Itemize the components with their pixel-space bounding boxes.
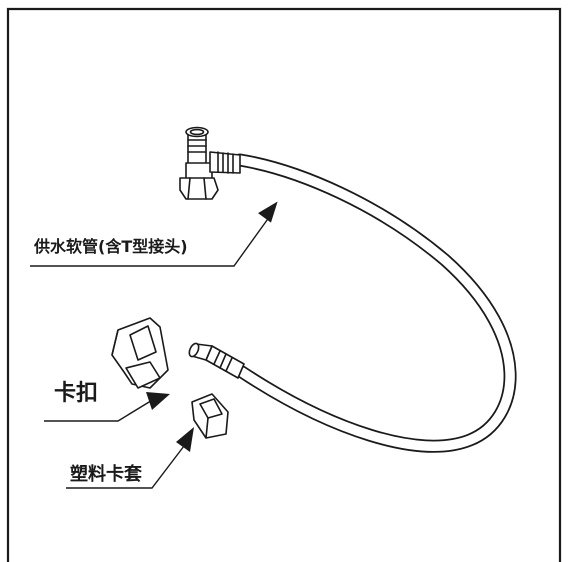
t-fitting-icon [179, 126, 241, 200]
hose-end-connector-icon [188, 342, 245, 379]
clip-label: 卡扣 [54, 381, 99, 406]
supply-hose-illustration [179, 126, 517, 453]
clip-callout-arrow [44, 392, 170, 422]
hose-callout-arrow [30, 201, 278, 267]
sleeve-callout-arrow [66, 427, 194, 489]
frame-border [6, 7, 562, 562]
plastic-sleeve-illustration [191, 393, 229, 439]
clip-illustration [111, 317, 169, 389]
hose-label: 供水软管(含T型接头) [34, 237, 188, 256]
plastic-sleeve-label: 塑料卡套 [70, 464, 142, 485]
